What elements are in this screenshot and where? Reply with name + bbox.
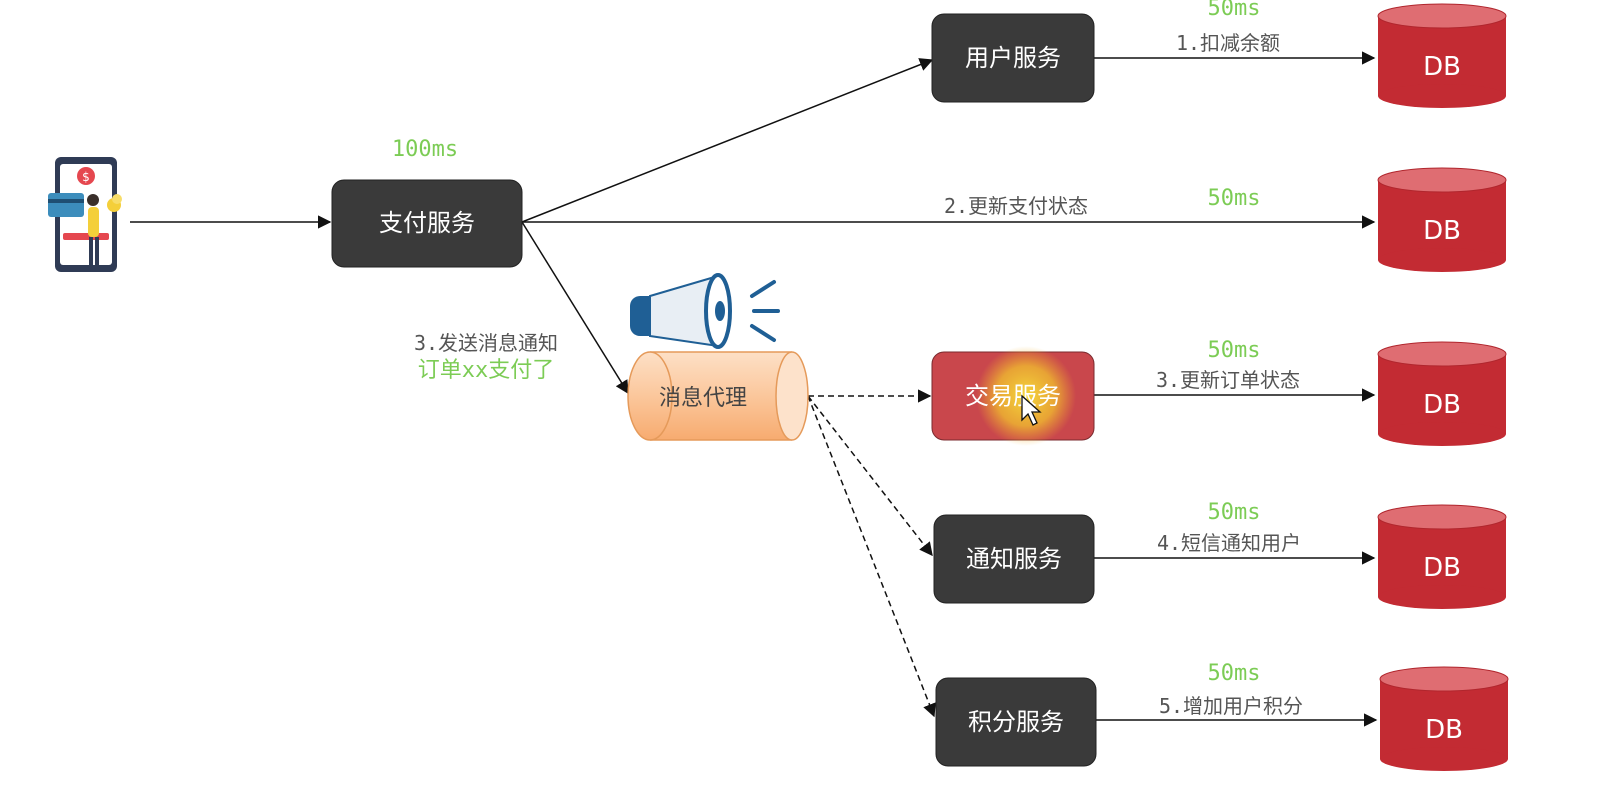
payment-to-broker-arrow [521,221,629,395]
broker-to-notify-arrow [807,395,933,557]
add-points-step: 5.增加用户积分 [1159,694,1303,718]
database-label: DB [1423,553,1461,583]
database-1: DB [1377,3,1507,108]
database-5: DB [1379,666,1509,771]
svg-text:$: $ [82,170,90,184]
megaphone-icon [630,273,780,349]
points-service-node: 积分服务 [935,677,1097,767]
points-service-label: 积分服务 [968,708,1064,736]
payment-to-user-arrow [521,58,934,223]
database-label: DB [1423,216,1461,246]
deduct-balance-step: 1.扣减余额 [1176,31,1280,55]
message-broker-label: 消息代理 [659,386,747,411]
trade-timing: 50ms [1208,338,1261,363]
cursor-highlight [976,346,1076,446]
database-label: DB [1423,390,1461,420]
update-order-step: 3.更新订单状态 [1156,368,1300,392]
trade-service-label: 交易服务 [965,382,1061,410]
send-message-step: 3.发送消息通知 [414,331,558,355]
database-label: DB [1425,715,1463,745]
database-4: DB [1377,504,1507,609]
user-service-node: 用户服务 [931,13,1095,103]
payment-service-node: 支付服务 [331,179,523,268]
payment-timing: 100ms [392,137,458,162]
database-label: DB [1423,52,1461,82]
broker-to-points-arrow [807,395,936,718]
database-2: DB [1377,167,1507,272]
sms-notify-step: 4.短信通知用户 [1157,531,1301,555]
payment-service-label: 支付服务 [379,209,475,237]
database-3: DB [1377,341,1507,446]
notify-service-label: 通知服务 [966,545,1062,573]
notify-timing: 50ms [1208,500,1261,525]
user-service-label: 用户服务 [965,44,1061,72]
message-broker-node: 消息代理 [627,351,809,441]
mobile-payment-icon: $ [48,157,122,272]
notify-service-node: 通知服务 [933,514,1095,604]
user-timing: 50ms [1208,0,1261,21]
connectors [130,51,1378,727]
mouse-cursor-icon [1021,394,1042,426]
message-content: 订单xx支付了 [418,358,555,383]
update-payment-step: 2.更新支付状态 [944,194,1088,218]
update-payment-timing: 50ms [1208,186,1261,211]
points-timing: 50ms [1208,661,1261,686]
trade-service-node: 交易服务 [931,346,1095,446]
